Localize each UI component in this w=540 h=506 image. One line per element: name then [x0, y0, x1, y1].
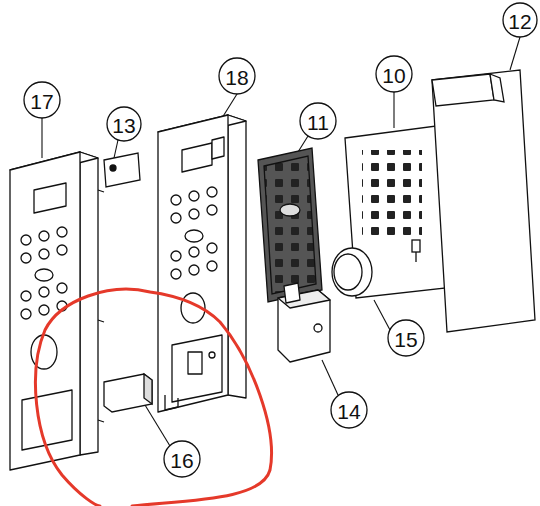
rubber-keypad	[258, 148, 322, 302]
power-board	[432, 70, 535, 332]
callout-circle	[300, 103, 336, 139]
door-switch	[278, 283, 330, 362]
callout-circle	[388, 320, 424, 356]
callout-circle	[503, 3, 537, 37]
callout-number: 18	[225, 67, 248, 88]
callout-circle	[24, 82, 60, 118]
callout-circle	[219, 58, 255, 94]
small-cover	[104, 374, 152, 412]
callout-number: 10	[382, 65, 405, 86]
callout-number: 13	[112, 115, 135, 136]
panel-frame	[158, 115, 246, 412]
highlight-loop	[36, 289, 272, 506]
callout-circle	[331, 392, 367, 428]
callout-number: 17	[30, 91, 53, 112]
callout-number: 12	[508, 11, 531, 32]
callout-number: 11	[307, 112, 329, 133]
callout-number: 14	[337, 401, 360, 422]
callout-circle	[107, 107, 141, 141]
window-card	[104, 153, 140, 187]
callout-number: 15	[394, 329, 417, 350]
callout-number: 16	[170, 450, 193, 471]
front-panel	[10, 152, 104, 470]
callout-circle	[376, 56, 412, 92]
knob	[332, 248, 372, 296]
callout-circle	[164, 441, 200, 477]
